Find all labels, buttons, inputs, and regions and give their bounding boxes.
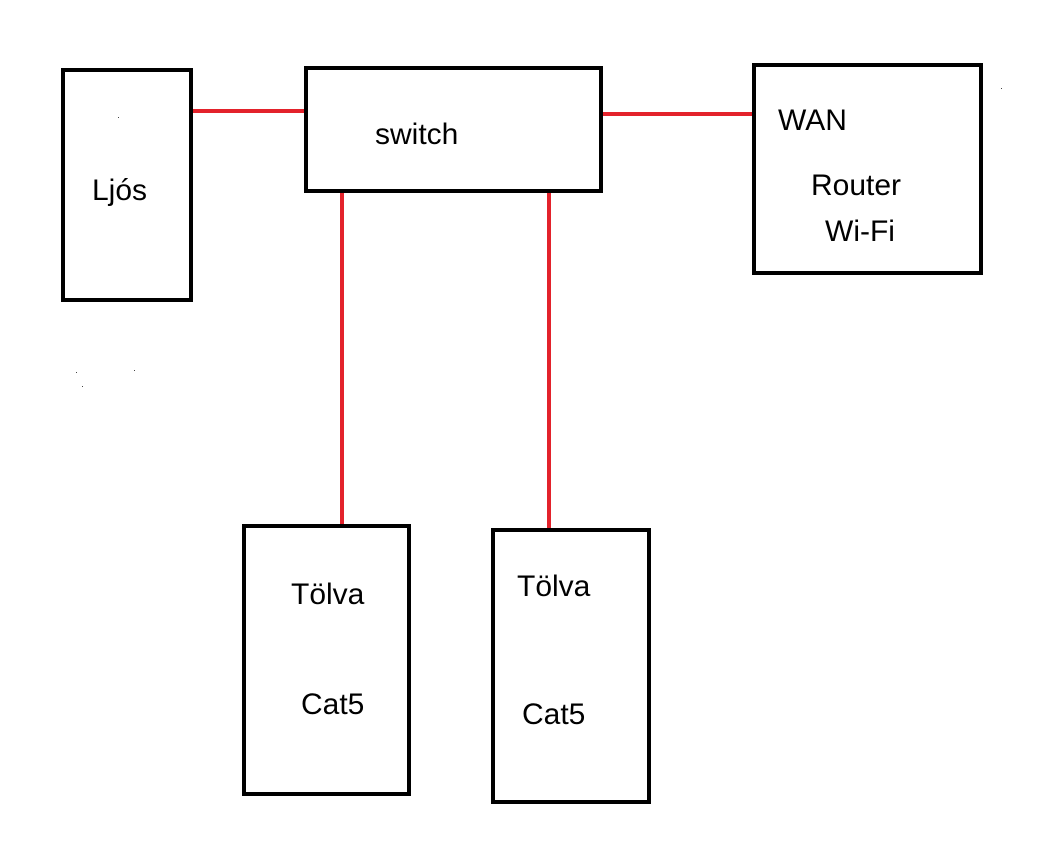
ljos-node: Ljós: [61, 68, 193, 302]
artifact-dot: [134, 370, 135, 371]
tolva2-label: Tölva: [517, 570, 591, 603]
switch-label: switch: [375, 118, 459, 151]
tolva1-node: Tölva Cat5: [242, 524, 411, 796]
wan-label: WAN: [778, 104, 847, 137]
tolva2-node: Tölva Cat5: [491, 528, 651, 804]
wifi-label: Wi-Fi: [825, 215, 895, 248]
ljos-label: Ljós: [92, 174, 148, 207]
artifact-dot: [76, 372, 77, 373]
tolva1-cable-label: Cat5: [301, 688, 365, 721]
tolva1-label: Tölva: [291, 578, 365, 611]
router-node: WAN Router Wi-Fi: [752, 63, 983, 275]
artifact-dot: [82, 386, 83, 387]
switch-node: switch: [304, 66, 603, 193]
tolva2-cable-label: Cat5: [522, 698, 586, 731]
artifact-dot: [1001, 88, 1002, 89]
router-label: Router: [811, 169, 902, 202]
artifact-dot: [118, 117, 119, 118]
